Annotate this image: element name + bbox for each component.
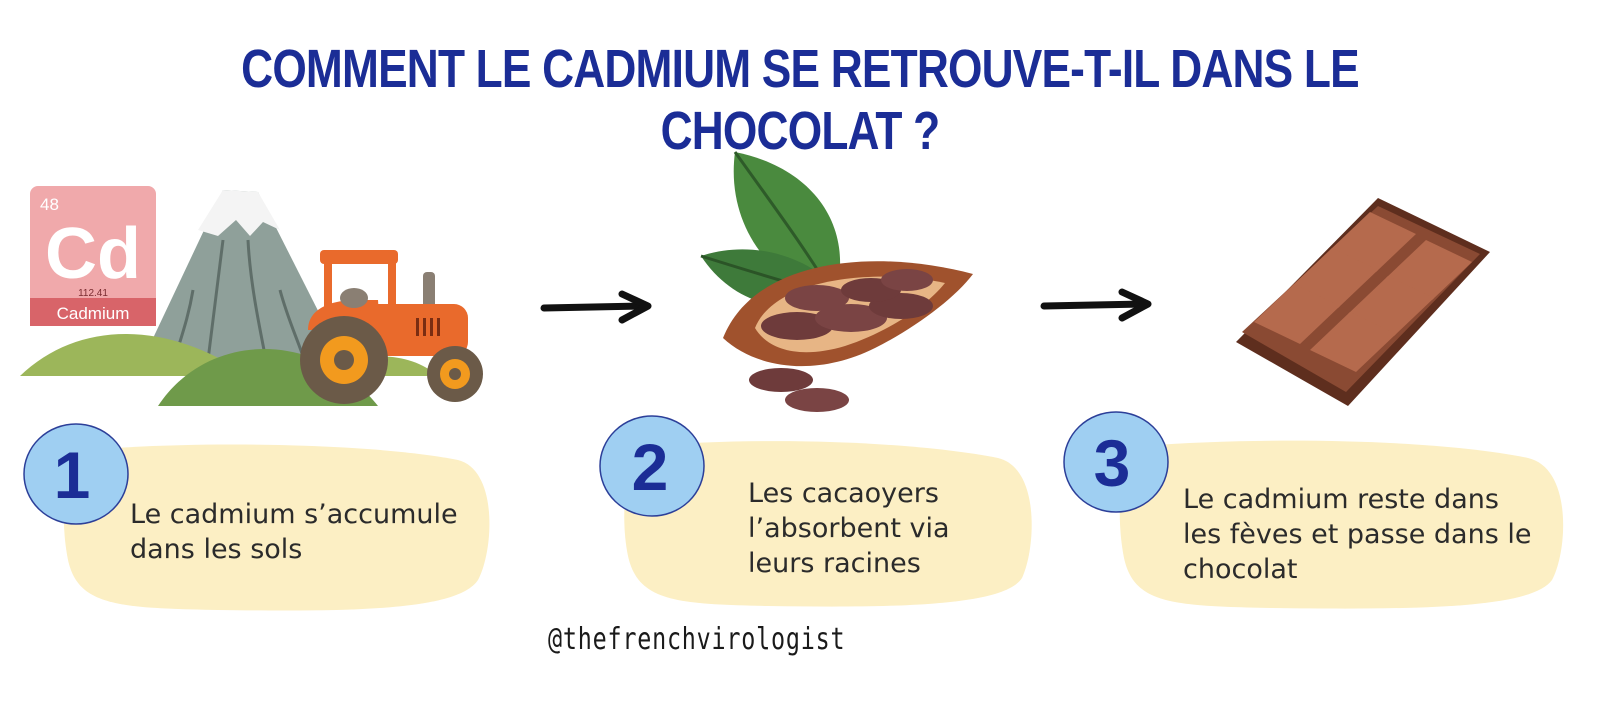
tile-element-name: Cadmium [57,304,130,323]
arrow-right-icon [1040,288,1152,322]
periodic-table-tile: 48 Cd 112.41 Cadmium [30,186,156,326]
chocolate-bar-icon [1236,198,1490,406]
chocolate-bar-illustration [1236,198,1490,406]
soil-scene-illustration: 48 Cd 112.41 Cadmium [20,186,483,406]
mountain-icon [138,190,348,370]
cocoa-pod-illustration [700,151,973,412]
step-2-badge: 2 [599,415,705,517]
step-2-number: 2 [632,430,669,504]
step-1-badge: 1 [23,423,129,525]
tile-symbol: Cd [45,214,141,294]
page-title: Comment le cadmium se retrouve-t-il dans… [241,39,1359,161]
tractor-icon [300,250,483,404]
step-1-background [63,444,490,611]
arrow-right-icon [540,290,652,324]
author-handle: @thefrenchvirologist [548,622,846,657]
step-1-text: Le cadmium s’accumule dans les sols [130,499,458,565]
step-2-background [624,441,1032,607]
cocoa-pod-icon [723,261,973,412]
step-1-number: 1 [54,438,91,512]
step-3-text: Le cadmium reste dans les fèves et passe… [1183,484,1532,585]
step-2-text: Les cacaoyers l’absorbent via leurs raci… [748,478,950,579]
step-3-number: 3 [1094,426,1131,500]
tile-atomic-mass: 112.41 [78,288,108,299]
step-3-background [1119,440,1564,609]
step-3-badge: 3 [1063,411,1169,513]
tile-atomic-number: 48 [40,195,59,214]
